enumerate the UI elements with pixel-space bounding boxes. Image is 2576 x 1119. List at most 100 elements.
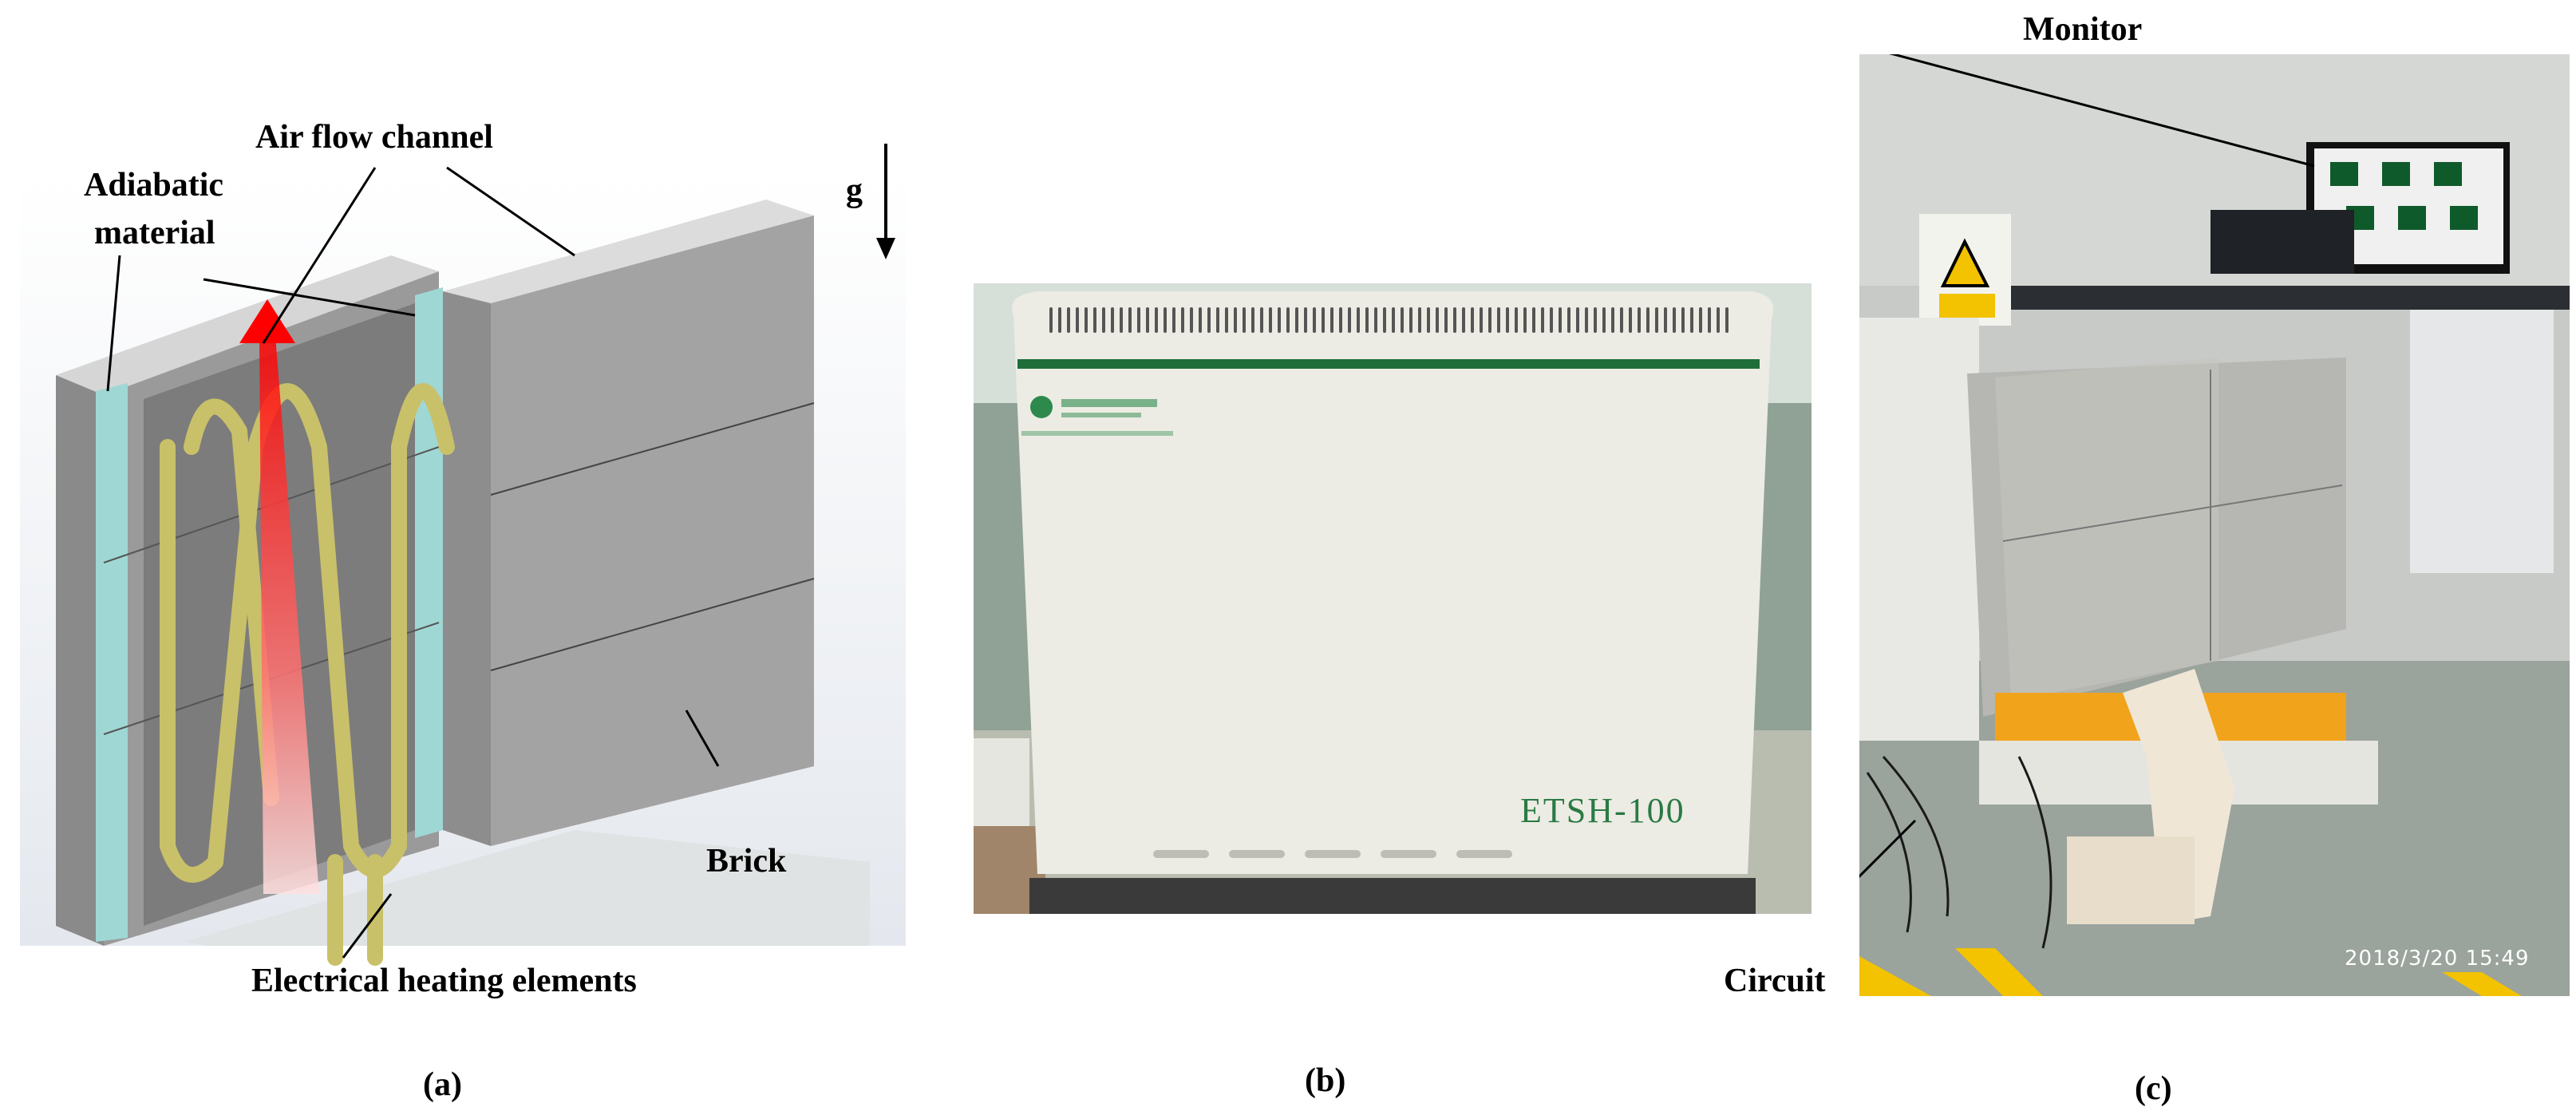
vent-slot — [1181, 307, 1184, 333]
label-air-flow-channel: Air flow channel — [255, 119, 493, 156]
adiabatic-strip-left — [96, 383, 128, 942]
vent-slot — [1225, 307, 1228, 333]
vent-slot — [1286, 307, 1290, 333]
vent-slot — [1058, 307, 1061, 333]
vent-slot — [1699, 307, 1702, 333]
vent-slot — [1523, 307, 1527, 333]
vent-slot — [1137, 307, 1140, 333]
vent-slot — [1269, 307, 1272, 333]
left-block-top — [56, 255, 439, 395]
vent-slot — [1339, 307, 1342, 333]
vent-slot — [1164, 307, 1167, 333]
caption-b: (b) — [1305, 1062, 1346, 1099]
vent-slot — [1444, 307, 1448, 333]
brick-side — [443, 291, 491, 846]
vent-slot — [1567, 307, 1570, 333]
vent-slot — [1611, 307, 1614, 333]
vent-slot — [1427, 307, 1430, 333]
vent-slot — [1251, 307, 1254, 333]
vent-slot — [1243, 307, 1246, 333]
label-gravity: g — [846, 172, 863, 209]
vent-slot — [1401, 307, 1404, 333]
vent-slot — [1295, 307, 1298, 333]
experiment-photo — [1859, 54, 2570, 996]
vent-slot — [1602, 307, 1606, 333]
vent-slot — [1330, 307, 1333, 333]
vent-slot — [1348, 307, 1351, 333]
vent-slot — [1409, 307, 1412, 333]
vent-slot — [1216, 307, 1219, 333]
vent-slot — [1638, 307, 1641, 333]
vent-slot — [1620, 307, 1623, 333]
caption-c: (c) — [2135, 1070, 2172, 1107]
state-grid-logo-icon — [1030, 396, 1053, 418]
vent-slot — [1383, 307, 1386, 333]
label-adiabatic-line1: Adiabatic — [84, 167, 224, 204]
vent-slot — [1234, 307, 1237, 333]
device-base — [1029, 878, 1756, 914]
vent-slot — [1655, 307, 1658, 333]
vent-slot — [1725, 307, 1729, 333]
vent-slot — [1480, 307, 1483, 333]
caption-a: (a) — [423, 1066, 462, 1103]
vent-slot — [1322, 307, 1325, 333]
label-brick: Brick — [706, 843, 787, 880]
label-circuit: Circuit — [1724, 963, 1826, 999]
vent-slot — [1155, 307, 1158, 333]
photo-timestamp: 2018/3/20 15:49 — [2345, 947, 2530, 971]
air-flow-arrowhead — [239, 299, 295, 343]
vent-slot — [1392, 307, 1395, 333]
vent-slot — [1515, 307, 1518, 333]
vent-slot — [1488, 307, 1491, 333]
vent-slot — [1673, 307, 1676, 333]
vent-slot — [1453, 307, 1456, 333]
vent-slot — [1260, 307, 1263, 333]
green-stripe — [1017, 359, 1760, 369]
vent-slot — [1629, 307, 1632, 333]
vent-slot — [1646, 307, 1650, 333]
vent-slot — [1207, 307, 1211, 333]
vent-slot — [1690, 307, 1693, 333]
vent-slot — [1681, 307, 1685, 333]
vent-slot — [1313, 307, 1316, 333]
vent-slot — [1708, 307, 1711, 333]
vent-slot — [1374, 307, 1377, 333]
vent-slot — [1199, 307, 1202, 333]
vent-slot — [1093, 307, 1096, 333]
panel-b: ETSH-100 — [974, 283, 1811, 914]
vent-slot — [1436, 307, 1439, 333]
vent-slot — [1357, 307, 1360, 333]
vent-slot — [1102, 307, 1105, 333]
vent-slot — [1576, 307, 1579, 333]
vent-slot — [1594, 307, 1597, 333]
left-block-side — [56, 375, 104, 946]
vent-slot — [1190, 307, 1193, 333]
floor-shadow — [184, 830, 870, 946]
vent-slot — [1497, 307, 1500, 333]
device-body — [1012, 291, 1774, 874]
vent-slot — [1664, 307, 1667, 333]
vent-slot — [1506, 307, 1509, 333]
vent-slot — [1085, 307, 1088, 333]
bricks — [2123, 669, 2234, 924]
label-heating-elements: Electrical heating elements — [251, 963, 637, 999]
label-adiabatic-line2: material — [94, 215, 215, 251]
vent-slot — [1076, 307, 1079, 333]
gravity-arrowhead — [876, 238, 895, 259]
air-flow-arrow-shaft — [259, 335, 319, 894]
heating-coils — [160, 383, 455, 966]
vent-slot — [1067, 307, 1070, 333]
vent-slot — [1128, 307, 1132, 333]
brick-top — [443, 200, 814, 303]
vent-slot — [1717, 307, 1720, 333]
vent-slot — [1146, 307, 1149, 333]
device-model-label: ETSH-100 — [1520, 791, 1685, 830]
vent-slot — [1278, 307, 1281, 333]
vent-slot — [1462, 307, 1465, 333]
vent-slot — [1550, 307, 1553, 333]
vent-slot — [1532, 307, 1535, 333]
vent-slot — [1120, 307, 1123, 333]
vent-slot — [1585, 307, 1588, 333]
panel-a: Air flow channel Adiabatic material g Br… — [0, 0, 918, 1119]
panel-c: 2018/3/20 15:49 — [1859, 54, 2570, 996]
